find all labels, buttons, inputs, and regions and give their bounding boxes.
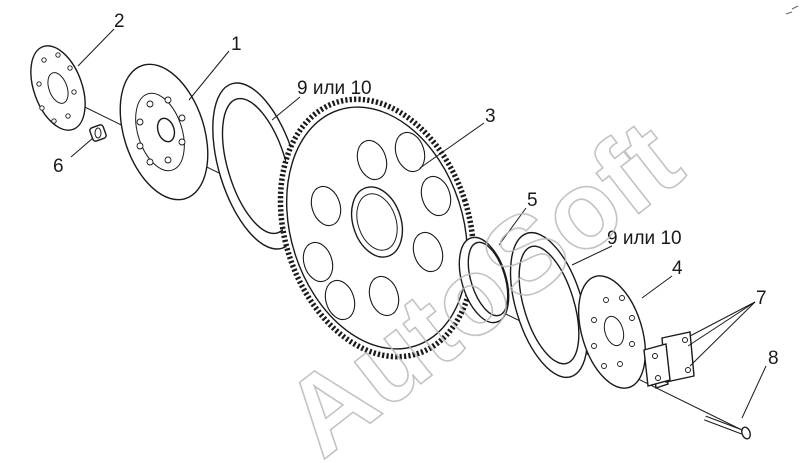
callout-9-or-10-left: 9 или 10 (297, 78, 372, 99)
callout-9-or-10-right: 9 или 10 (607, 228, 682, 249)
callout-2: 2 (114, 11, 125, 32)
part-5-spacer-ring (458, 236, 510, 324)
callout-3: 3 (485, 106, 496, 127)
part-1-hub-disc (119, 63, 209, 201)
corner-mark (785, 5, 799, 15)
part-2-flange-plate (30, 45, 86, 131)
part-3-sprocket (277, 96, 477, 360)
part-8-bolt (704, 415, 751, 440)
part-9-or-10-ring-right (509, 231, 589, 379)
leader-lines (70, 28, 767, 419)
callout-6: 6 (53, 156, 64, 177)
part-6-bushing (89, 124, 107, 142)
callout-5: 5 (527, 190, 538, 211)
part-9-or-10-ring-left (212, 82, 302, 250)
callout-4: 4 (672, 258, 683, 279)
callout-1: 1 (231, 34, 242, 55)
part-4-pressure-plate (577, 275, 647, 389)
callout-8: 8 (768, 348, 779, 369)
part-7-lock-plates (643, 331, 695, 389)
callout-7: 7 (756, 288, 767, 309)
